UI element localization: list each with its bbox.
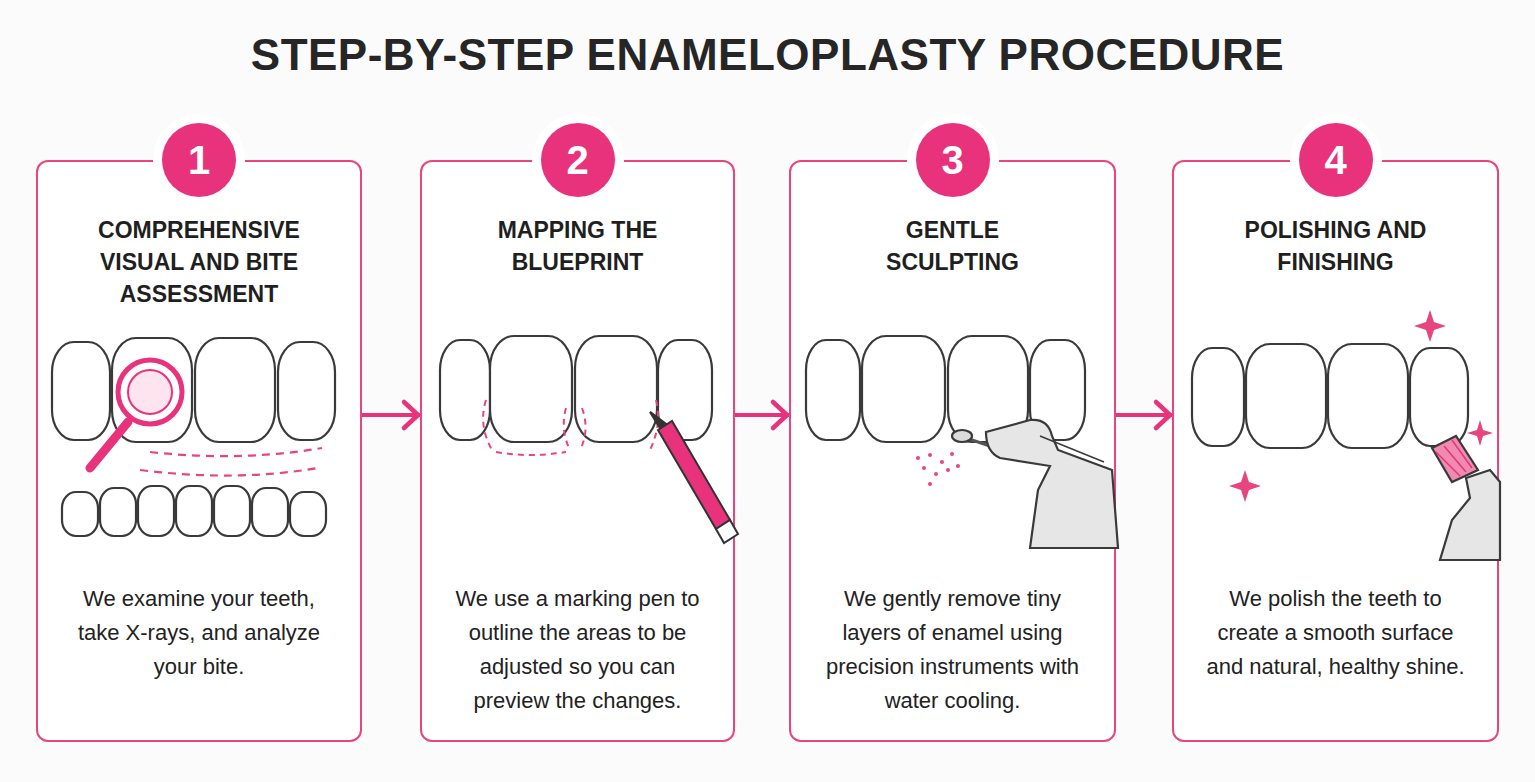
marking-line	[580, 408, 586, 450]
marking-lines	[483, 400, 658, 455]
step-description: We use a marking pen to outline the area…	[443, 582, 713, 718]
lower-tooth	[214, 486, 250, 536]
handpiece-detail	[1040, 436, 1104, 462]
tooth	[948, 336, 1028, 442]
step-description: We gently remove tiny layers of enamel u…	[818, 582, 1088, 718]
bite-line	[150, 448, 322, 456]
tooth	[1192, 348, 1244, 446]
lower-tooth	[252, 488, 288, 536]
step-heading: MAPPING THE BLUEPRINT	[473, 214, 683, 278]
step-number-circle: 2	[541, 123, 615, 197]
card4-art	[1192, 310, 1500, 560]
marking-line	[650, 400, 658, 450]
bur-shank	[960, 436, 990, 446]
tooth	[1030, 340, 1085, 440]
polishing-cup	[1432, 436, 1478, 482]
step-heading: COMPREHENSIVE VISUAL AND BITE ASSESSMENT	[79, 214, 319, 310]
sparkles	[1229, 310, 1493, 502]
arrow-shaft	[362, 413, 420, 417]
marking-line	[483, 400, 492, 450]
tooth	[806, 340, 860, 440]
dust-dot	[950, 452, 954, 456]
arrow-shaft	[735, 413, 789, 417]
step-card: POLISHING AND FINISHING We polish the tee…	[1172, 160, 1499, 742]
dust-dot	[916, 456, 920, 460]
bur-tip	[952, 430, 972, 442]
step-description: We examine your teeth, take X-rays, and …	[64, 582, 334, 684]
tooth	[862, 336, 945, 442]
tooth	[278, 342, 335, 440]
step-card: MAPPING THE BLUEPRINT We use a marking pe…	[420, 160, 735, 742]
sparkle	[1414, 310, 1446, 342]
marking-line	[496, 452, 566, 455]
tooth	[52, 342, 110, 440]
step-number-circle: 1	[162, 123, 236, 197]
dust-dot	[922, 466, 926, 470]
tooth	[1410, 348, 1468, 446]
tooth	[440, 340, 490, 440]
polishing-handpiece	[1432, 436, 1500, 560]
sparkle	[1229, 470, 1261, 502]
diagram-title: STEP-BY-STEP ENAMELOPLASTY PROCEDURE	[0, 30, 1535, 80]
lower-tooth	[176, 486, 212, 536]
card2-art	[440, 336, 738, 543]
card3-art	[806, 336, 1118, 548]
step-number: 2	[566, 138, 588, 183]
magnifier-glass	[128, 370, 172, 414]
step-heading: GENTLE SCULPTING	[843, 214, 1063, 278]
tooth	[1328, 344, 1408, 448]
arrow-head	[1156, 402, 1170, 428]
magnifier-handle	[90, 422, 128, 468]
dust-dot	[956, 464, 960, 468]
dust-dot	[928, 482, 932, 486]
step-number: 4	[1324, 138, 1346, 183]
step-description: We polish the teeth to create a smooth s…	[1201, 582, 1471, 684]
pen-body	[658, 421, 730, 529]
arrow-head	[773, 402, 787, 428]
pen-tip	[650, 412, 666, 428]
arrow-shaft	[1116, 413, 1172, 417]
tooth	[112, 338, 192, 442]
lower-tooth	[138, 486, 174, 536]
tooth	[195, 338, 275, 442]
dust-dot	[928, 453, 932, 457]
step-card: COMPREHENSIVE VISUAL AND BITE ASSESSMENT…	[36, 160, 362, 742]
step-number-circle: 3	[916, 123, 990, 197]
tooth	[490, 336, 572, 442]
step-heading: POLISHING AND FINISHING	[1231, 214, 1441, 278]
step-number-circle: 4	[1299, 123, 1373, 197]
pen-cap	[716, 520, 738, 543]
lower-tooth	[62, 492, 98, 536]
step-number: 1	[188, 138, 210, 183]
enamel-dust	[916, 452, 960, 486]
magnifier-lens	[118, 360, 182, 424]
sparkle	[1467, 420, 1493, 446]
dust-dot	[946, 468, 950, 472]
dust-dot	[934, 472, 938, 476]
step-arrow	[362, 402, 420, 428]
bite-line	[140, 468, 318, 476]
step-number: 3	[941, 138, 963, 183]
tooth	[1246, 344, 1326, 448]
dust-dot	[940, 460, 944, 464]
marking-line	[564, 408, 570, 450]
lower-tooth	[100, 488, 136, 536]
step-arrow	[735, 402, 789, 428]
marking-pen	[650, 412, 738, 543]
brush-bristles	[1436, 440, 1472, 476]
dental-handpiece	[952, 420, 1118, 548]
handpiece-body	[1440, 470, 1500, 560]
arrow-head	[404, 402, 418, 428]
step-card: GENTLE SCULPTING We gently remove tiny la…	[789, 160, 1116, 742]
card1-art	[52, 338, 335, 536]
tooth	[575, 336, 657, 442]
handpiece-body	[986, 420, 1118, 548]
tooth	[658, 340, 712, 440]
lower-tooth	[290, 492, 326, 536]
step-arrow	[1116, 402, 1172, 428]
